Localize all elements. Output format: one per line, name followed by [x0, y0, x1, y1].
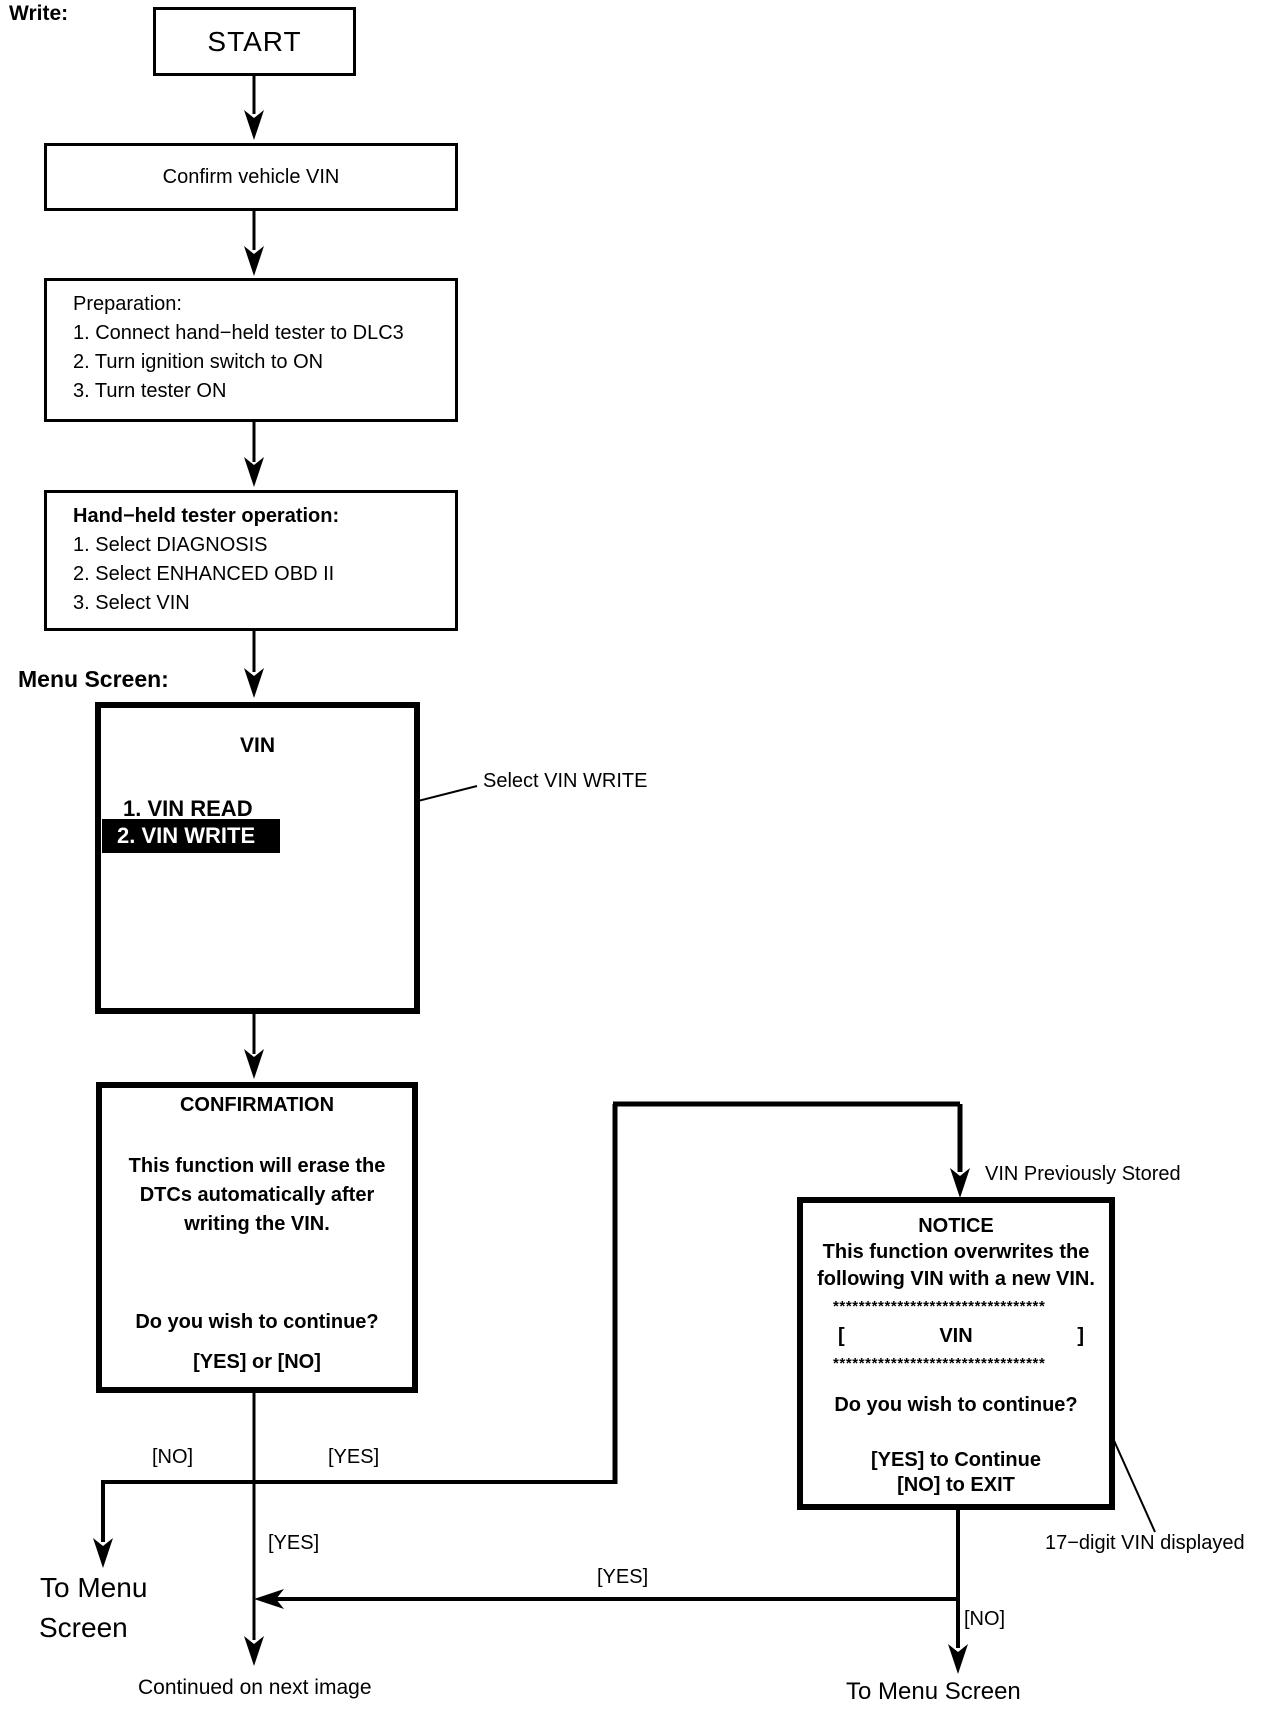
tester-operation-step: 2. Select ENHANCED OBD II [73, 563, 335, 585]
tester-operation-title: Hand−held tester operation: [73, 505, 340, 527]
menu-screen-label: Menu Screen: [18, 666, 169, 692]
confirm-vin-label: Confirm vehicle VIN [162, 165, 340, 188]
notice-screen: NOTICE This function overwrites the foll… [797, 1197, 1115, 1510]
notice-vin-value: VIN [939, 1325, 973, 1347]
vin-digit-footnote: 17−digit VIN displayed [1045, 1532, 1245, 1554]
edge-label-yes: [YES] [268, 1532, 320, 1554]
write-section-label: Write: [9, 2, 69, 25]
bracket-close: ] [1077, 1325, 1084, 1347]
confirmation-body-line: writing the VIN. [184, 1213, 330, 1235]
notice-question: Do you wish to continue? [834, 1394, 1078, 1416]
notice-yes-line: [YES] to Continue [871, 1449, 1041, 1471]
tester-operation-step: 1. Select DIAGNOSIS [73, 534, 268, 556]
preparation-title: Preparation: [73, 293, 182, 315]
preparation-node: Preparation: 1. Connect hand−held tester… [44, 278, 458, 422]
notice-title: NOTICE [918, 1215, 994, 1237]
confirmation-screen: CONFIRMATION This function will erase th… [96, 1082, 418, 1393]
edge-label-yes: [YES] [328, 1446, 380, 1468]
to-menu-screen-left-label: Screen [39, 1612, 128, 1643]
to-menu-screen-left-label: To Menu [40, 1572, 148, 1603]
vin-menu-title: VIN [239, 734, 275, 757]
menu-item-vin-write-selected: 2. VIN WRITE [102, 819, 280, 853]
edge-label-yes: [YES] [597, 1566, 649, 1588]
edge-label-no: [NO] [964, 1608, 1006, 1630]
start-node: START [153, 7, 356, 76]
confirmation-body-line: DTCs automatically after [139, 1184, 375, 1206]
vin-menu-screen: VIN 1. VIN READ [95, 702, 420, 1014]
preparation-step: 2. Turn ignition switch to ON [73, 351, 324, 373]
notice-body-line: This function overwrites the [822, 1241, 1090, 1263]
edge-label-no: [NO] [152, 1446, 194, 1468]
start-node-label: START [207, 25, 302, 57]
bracket-open: [ [838, 1325, 845, 1347]
confirmation-options: [YES] or [NO] [193, 1351, 321, 1373]
tester-operation-node: Hand−held tester operation: 1. Select DI… [44, 490, 458, 631]
confirmation-title: CONFIRMATION [179, 1094, 335, 1116]
to-menu-screen-right-label: To Menu Screen [846, 1678, 1021, 1705]
notice-no-line: [NO] to EXIT [897, 1474, 1015, 1496]
preparation-step: 3. Turn tester ON [73, 380, 227, 402]
confirmation-question: Do you wish to continue? [135, 1311, 379, 1333]
menu-item-vin-read: 1. VIN READ [123, 796, 253, 821]
tester-operation-step: 3. Select VIN [73, 592, 190, 614]
select-vin-write-callout: Select VIN WRITE [483, 770, 648, 792]
notice-asterisk-row: ********************************* [833, 1298, 1046, 1315]
vin-previously-stored-label: VIN Previously Stored [985, 1163, 1181, 1185]
notice-vin-bracket-row: [ VIN ] [803, 1325, 1109, 1351]
notice-body-line: following VIN with a new VIN. [817, 1268, 1095, 1290]
notice-asterisk-row: ********************************* [833, 1355, 1046, 1372]
confirm-vin-node: Confirm vehicle VIN [44, 143, 458, 211]
confirmation-body-line: This function will erase the [128, 1155, 386, 1177]
continued-next-image-label: Continued on next image [138, 1676, 372, 1699]
preparation-step: 1. Connect hand−held tester to DLC3 [73, 322, 404, 344]
